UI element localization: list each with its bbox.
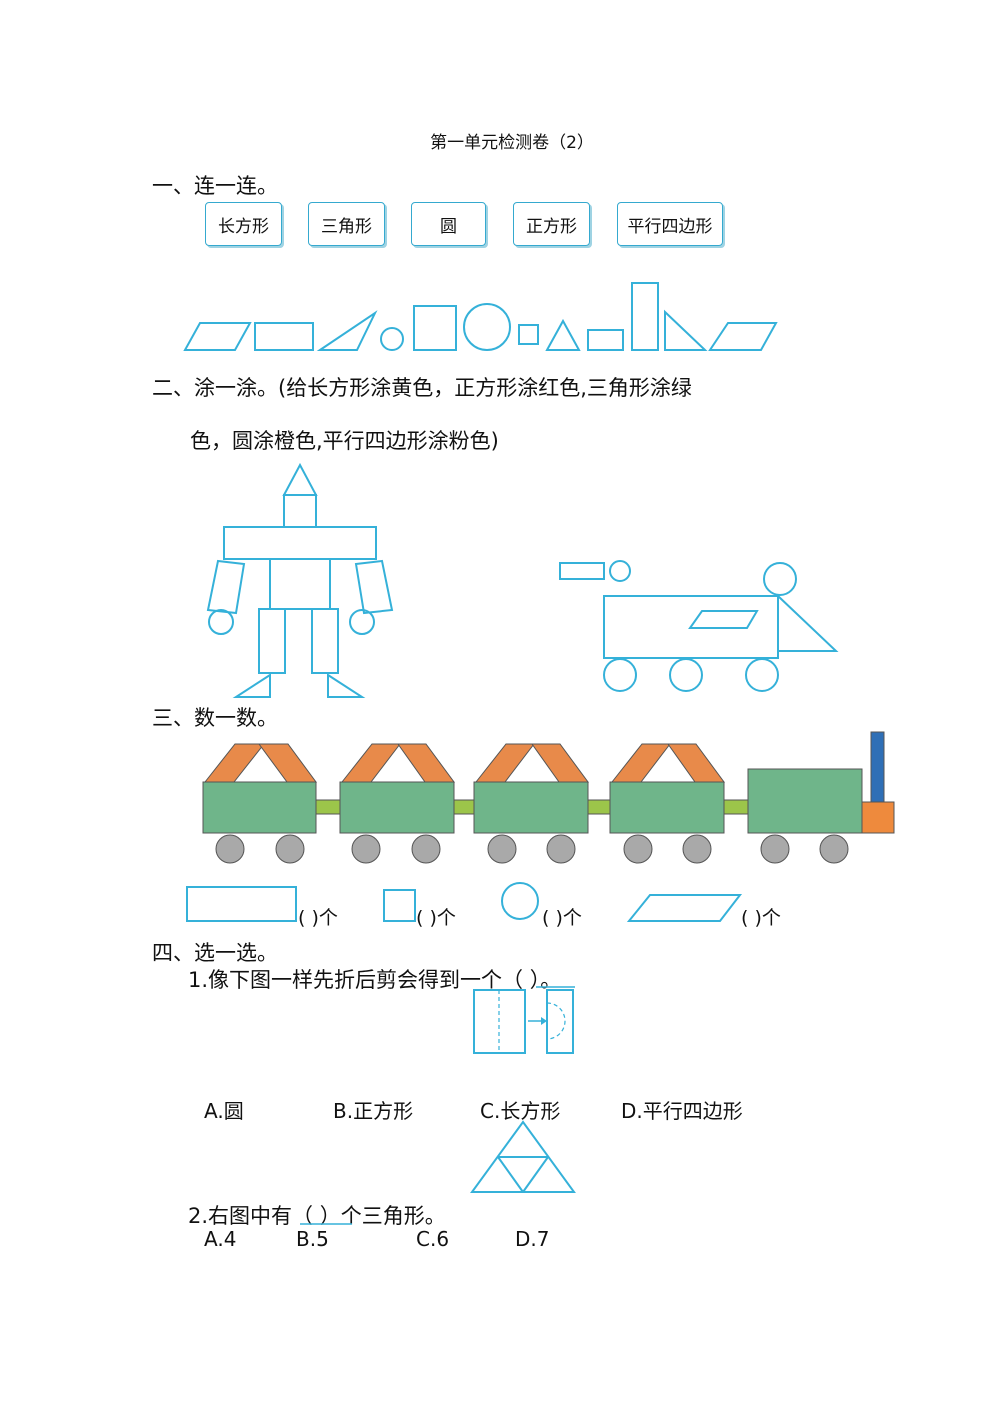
square-shape-1[interactable]: [413, 305, 457, 351]
label-triangle[interactable]: 三角形: [308, 202, 385, 246]
robot-right-arm[interactable]: [354, 559, 394, 615]
count-shapes: [186, 882, 743, 922]
train-wheel-1[interactable]: [603, 658, 637, 692]
section4-heading: 四、选一选。: [152, 941, 278, 965]
label-parallelogram[interactable]: 平行四边形: [617, 202, 723, 246]
section1-heading: 一、连一连。: [152, 174, 278, 198]
q2-underline: [300, 1223, 352, 1225]
arrow-icon: [541, 1017, 547, 1025]
robot-right-foot[interactable]: [327, 673, 366, 698]
train-connectors: [315, 799, 749, 815]
count-parallelogram-icon: [626, 894, 743, 922]
parallelogram-shape-1[interactable]: [183, 322, 252, 351]
count-rectangle-icon: [186, 886, 297, 922]
question-1: 1.像下图一样先折后剪会得到一个（ ）。: [188, 968, 562, 992]
train-nozzle-rectangle[interactable]: [559, 562, 605, 580]
robot-left-leg[interactable]: [258, 608, 286, 674]
shape-row: [183, 282, 778, 351]
q1-option-b[interactable]: B.正方形: [333, 1099, 414, 1123]
train-wheel-2[interactable]: [669, 658, 703, 692]
colored-train-figure: [202, 731, 895, 864]
q2-option-d[interactable]: D.7: [515, 1227, 550, 1251]
robot-right-hand[interactable]: [349, 609, 375, 635]
triangle-shape-3[interactable]: [664, 309, 708, 351]
section3-heading: 三、数一数。: [152, 706, 278, 730]
wagon-2: [339, 743, 455, 864]
section2-line1: 二、涂一涂。(给长方形涂黄色，正方形涂红色,三角形涂绿: [152, 376, 692, 400]
wagon-3: [473, 743, 589, 864]
wagon-4: [609, 743, 725, 864]
q1-option-d[interactable]: D.平行四边形: [621, 1099, 743, 1123]
locomotive: [747, 731, 895, 864]
rectangle-shape-1[interactable]: [254, 322, 314, 351]
train-small-circle[interactable]: [609, 560, 631, 582]
train-wheel-3[interactable]: [745, 658, 779, 692]
q2-option-a[interactable]: A.4: [204, 1227, 237, 1251]
train-outline-figure: [559, 560, 839, 692]
page-title: 第一单元检测卷（2）: [430, 133, 594, 153]
train-chimney-circle[interactable]: [763, 562, 797, 596]
robot-right-leg[interactable]: [311, 608, 339, 674]
robot-left-hand[interactable]: [208, 609, 234, 635]
label-square[interactable]: 正方形: [513, 202, 590, 246]
robot-body-rectangle[interactable]: [269, 558, 331, 610]
robot-figure: [206, 462, 394, 698]
count-square-answer[interactable]: ( )个: [416, 907, 456, 929]
wagon-1: [202, 743, 317, 864]
folded-paper: [546, 989, 574, 1054]
square-shape-2[interactable]: [518, 324, 539, 345]
train-window-parallelogram[interactable]: [688, 610, 759, 629]
circle-shape-1[interactable]: [380, 327, 404, 351]
count-rectangle-answer[interactable]: ( )个: [298, 907, 338, 929]
parallelogram-shape-2[interactable]: [708, 322, 778, 351]
count-parallelogram-answer[interactable]: ( )个: [741, 907, 781, 929]
section2-line2: 色，圆涂橙色,平行四边形涂粉色): [190, 429, 499, 453]
circle-shape-2[interactable]: [463, 303, 511, 351]
rectangle-shape-3[interactable]: [631, 282, 659, 351]
count-circle-icon: [501, 882, 539, 920]
triangle-inner-right: [522, 1156, 549, 1193]
q1-option-a[interactable]: A.圆: [204, 1099, 244, 1123]
triangle-shape-1[interactable]: [316, 310, 378, 351]
q1-option-c[interactable]: C.长方形: [480, 1099, 561, 1123]
cut-arc: [546, 1002, 566, 1040]
fold-cut-figure: [473, 986, 575, 1054]
triangle-inner-left: [497, 1156, 524, 1193]
label-rectangle[interactable]: 长方形: [205, 202, 282, 246]
count-circle-answer[interactable]: ( )个: [542, 907, 582, 929]
q2-option-b[interactable]: B.5: [296, 1227, 329, 1251]
robot-left-foot[interactable]: [232, 673, 271, 698]
triangle-shape-2[interactable]: [545, 318, 581, 351]
count-square-icon: [383, 889, 416, 922]
label-circle[interactable]: 圆: [411, 202, 486, 246]
robot-left-arm[interactable]: [206, 559, 246, 615]
q2-option-c[interactable]: C.6: [416, 1227, 450, 1251]
triangle-figure: [470, 1120, 576, 1193]
rectangle-shape-2[interactable]: [587, 329, 624, 351]
train-front-triangle[interactable]: [777, 593, 839, 652]
